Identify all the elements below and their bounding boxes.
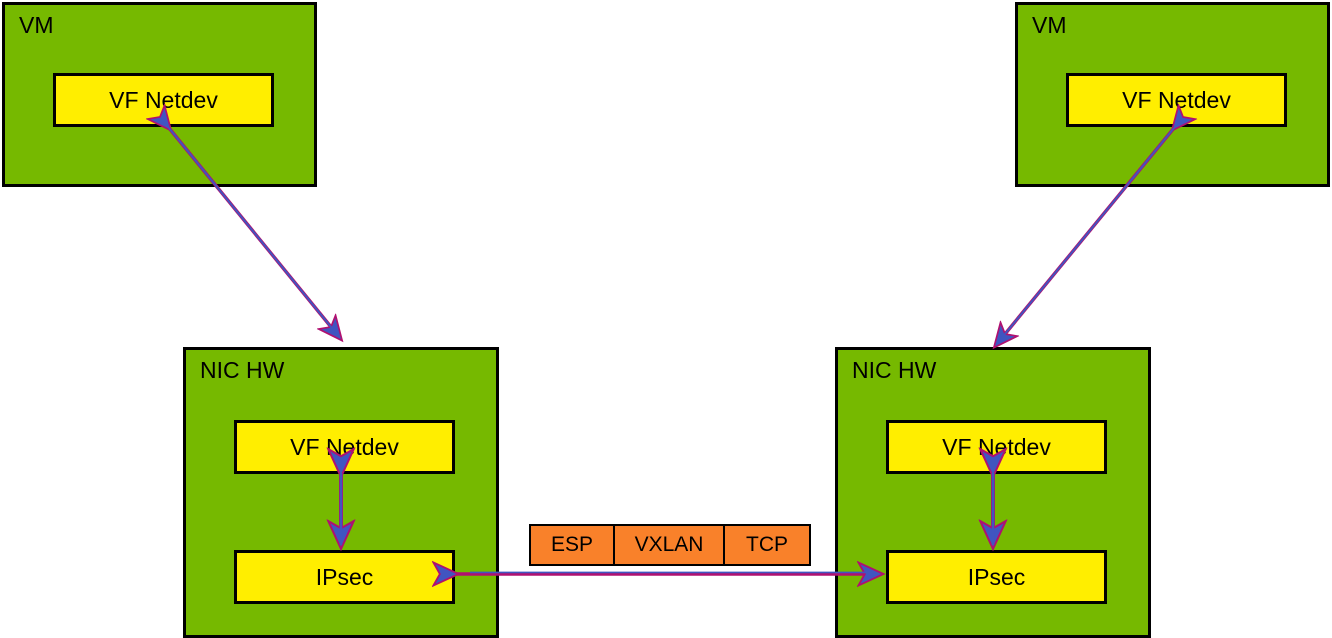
right-nic-hw-container: NIC HW VF Netdev IPsec bbox=[835, 347, 1151, 638]
right-nic-ipsec-label: IPsec bbox=[967, 564, 1026, 590]
left-nic-vf-netdev-label: VF Netdev bbox=[290, 434, 399, 460]
left-vm-title: VM bbox=[19, 12, 54, 38]
left-nic-ipsec-node: IPsec bbox=[234, 550, 455, 604]
left-nic-ipsec-label: IPsec bbox=[315, 564, 374, 590]
right-nic-hw-title: NIC HW bbox=[852, 357, 937, 383]
right-vm-vf-netdev-label: VF Netdev bbox=[1122, 87, 1231, 113]
left-vm-container: VM VF Netdev bbox=[2, 2, 317, 187]
left-nic-hw-container: NIC HW VF Netdev IPsec bbox=[183, 347, 499, 638]
left-nic-vf-netdev-node: VF Netdev bbox=[234, 420, 455, 474]
left-vm-vf-netdev-label: VF Netdev bbox=[109, 87, 218, 113]
left-nic-hw-title: NIC HW bbox=[200, 357, 285, 383]
right-nic-ipsec-node: IPsec bbox=[886, 550, 1107, 604]
left-vm-vf-netdev-node: VF Netdev bbox=[53, 73, 274, 127]
connector-ipsec-to-ipsec bbox=[455, 572, 880, 574]
right-vm-title: VM bbox=[1032, 12, 1067, 38]
packet-cell-esp: ESP bbox=[531, 526, 615, 564]
packet-cell-vxlan: VXLAN bbox=[615, 526, 725, 564]
right-nic-vf-netdev-node: VF Netdev bbox=[886, 420, 1107, 474]
packet-header-strip: ESP VXLAN TCP bbox=[529, 524, 811, 566]
right-nic-vf-netdev-label: VF Netdev bbox=[942, 434, 1051, 460]
right-vm-vf-netdev-node: VF Netdev bbox=[1066, 73, 1287, 127]
right-vm-container: VM VF Netdev bbox=[1015, 2, 1330, 187]
packet-cell-tcp: TCP bbox=[725, 526, 809, 564]
